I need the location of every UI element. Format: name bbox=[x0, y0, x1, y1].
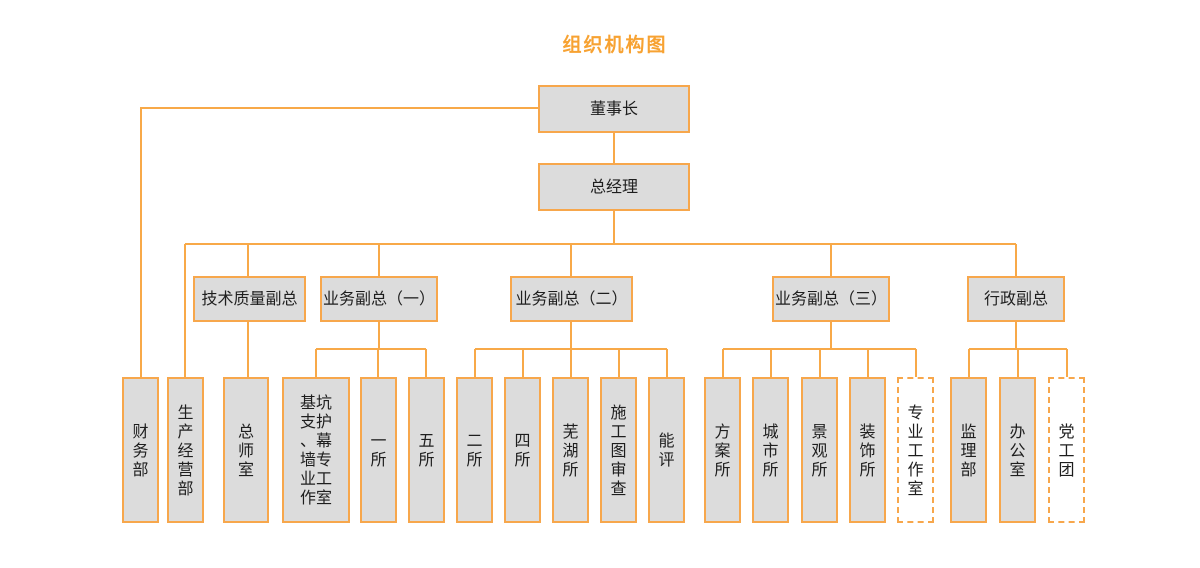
node-dept-scheme-institute: 方案所 bbox=[704, 377, 741, 523]
node-deputy-business-1: 业务副总（一） bbox=[320, 276, 438, 322]
node-dept-landscape-institute: 景观所 bbox=[801, 377, 838, 523]
node-dept-institute-4: 四所 bbox=[504, 377, 541, 523]
node-deputy-business-2: 业务副总（二） bbox=[510, 276, 633, 322]
node-deputy-tech-quality: 技术质量副总 bbox=[193, 276, 306, 322]
node-dept-wuhu-institute: 芜湖所 bbox=[552, 377, 589, 523]
node-label: 技术质量副总 bbox=[201, 289, 298, 308]
page-title: 组织机构图 bbox=[562, 34, 668, 56]
node-label: 装饰所 bbox=[859, 421, 876, 479]
node-label: 生产经营部 bbox=[177, 402, 194, 498]
node-label: 二所 bbox=[466, 431, 483, 469]
node-label: 一所 bbox=[370, 431, 387, 469]
node-label: 办公室 bbox=[1009, 421, 1026, 479]
node-label: 方案所 bbox=[714, 421, 731, 479]
node-dept-general-office: 办公室 bbox=[999, 377, 1036, 523]
node-dept-construction-drawing-review: 施工图审查 bbox=[600, 377, 637, 523]
node-dept-chief-engineer-office: 总师室 bbox=[223, 377, 269, 523]
node-label: 业务副总（一） bbox=[322, 289, 435, 308]
node-dept-professional-studio: 专业工作室 bbox=[897, 377, 934, 523]
node-label: 业务副总（二） bbox=[515, 289, 628, 308]
node-label: 城市所 bbox=[762, 421, 779, 479]
node-label: 芜湖所 bbox=[562, 421, 579, 479]
node-dept-institute-5: 五所 bbox=[408, 377, 445, 523]
node-chairman: 董事长 bbox=[538, 85, 690, 133]
node-label: 景观所 bbox=[811, 421, 828, 479]
node-dept-pit-support-curtain-wall-studio: 基坑支护、幕墙专业工作室 bbox=[282, 377, 350, 523]
node-dept-party-union: 党工团 bbox=[1048, 377, 1085, 523]
node-label: 四所 bbox=[514, 431, 531, 469]
node-deputy-business-3: 业务副总（三） bbox=[772, 276, 890, 322]
node-dept-production-management: 生产经营部 bbox=[167, 377, 204, 523]
node-dept-supervision: 监理部 bbox=[950, 377, 987, 523]
node-label: 基坑支护、幕墙专业工作室 bbox=[299, 393, 332, 507]
node-label: 监理部 bbox=[960, 421, 977, 479]
node-dept-energy-assessment: 能评 bbox=[648, 377, 685, 523]
node-dept-urban-institute: 城市所 bbox=[752, 377, 789, 523]
node-dept-institute-2: 二所 bbox=[456, 377, 493, 523]
node-label: 董事长 bbox=[589, 99, 638, 118]
node-label: 五所 bbox=[418, 431, 435, 469]
node-label: 总经理 bbox=[589, 177, 638, 196]
node-label: 施工图审查 bbox=[610, 402, 627, 498]
node-dept-finance: 财务部 bbox=[122, 377, 159, 523]
node-label: 行政副总 bbox=[983, 289, 1048, 308]
node-general-manager: 总经理 bbox=[538, 163, 690, 211]
node-dept-institute-1: 一所 bbox=[360, 377, 397, 523]
node-label: 能评 bbox=[658, 431, 675, 469]
node-label: 财务部 bbox=[132, 421, 149, 479]
node-label: 总师室 bbox=[237, 421, 254, 479]
node-deputy-admin: 行政副总 bbox=[967, 276, 1065, 322]
node-dept-decoration-institute: 装饰所 bbox=[849, 377, 886, 523]
node-label: 业务副总（三） bbox=[774, 289, 887, 308]
node-label: 专业工作室 bbox=[907, 402, 924, 498]
node-label: 党工团 bbox=[1058, 421, 1075, 479]
